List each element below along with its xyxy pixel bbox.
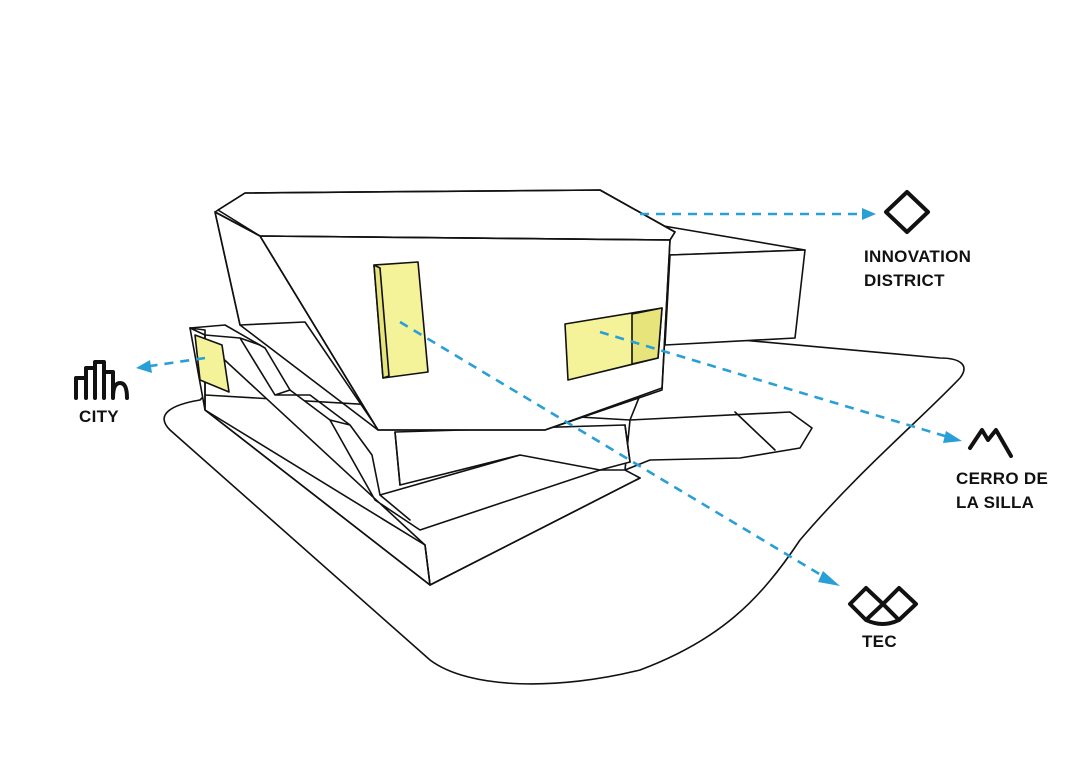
right-ramp (624, 411, 813, 471)
cerro-label-line2: LA SILLA (956, 493, 1035, 512)
main-window-wide-reveal (631, 307, 663, 365)
city-label-line1: CITY (79, 407, 119, 426)
sightline-tec (399, 320, 840, 586)
cerro-label-line1: CERRO DE (956, 469, 1049, 488)
main-window-tall-reveal (373, 264, 390, 379)
innovation-label-line1: INNOVATION (864, 247, 972, 266)
skyline-icon (74, 360, 129, 400)
sightline-city (136, 356, 206, 373)
cerro-de-la-silla-label: CERRO DE LA SILLA (956, 467, 1048, 515)
podium-side-edge (424, 544, 431, 586)
rear-block-front (664, 249, 806, 346)
podium-left-wall (189, 327, 641, 586)
main-box-top (217, 189, 676, 241)
core-column-edge (394, 424, 631, 486)
mountain-icon (968, 428, 1013, 458)
innovation-district-label: INNOVATION DISTRICT (864, 245, 971, 293)
podium-ramp-lines (204, 334, 601, 521)
main-box-outline (214, 189, 676, 431)
tec-label-line1: TEC (862, 632, 897, 651)
right-ramp-edge (734, 411, 776, 451)
sightline-cerro (599, 330, 962, 443)
tec-logo-icon (848, 586, 918, 626)
site-ground-outline (163, 332, 965, 685)
sightline-innovation (640, 208, 876, 220)
podium-window (194, 334, 230, 393)
innovation-label-line2: DISTRICT (864, 271, 945, 290)
diamond-icon (884, 190, 930, 234)
tec-label: TEC (862, 630, 897, 654)
city-label: CITY (79, 405, 119, 429)
